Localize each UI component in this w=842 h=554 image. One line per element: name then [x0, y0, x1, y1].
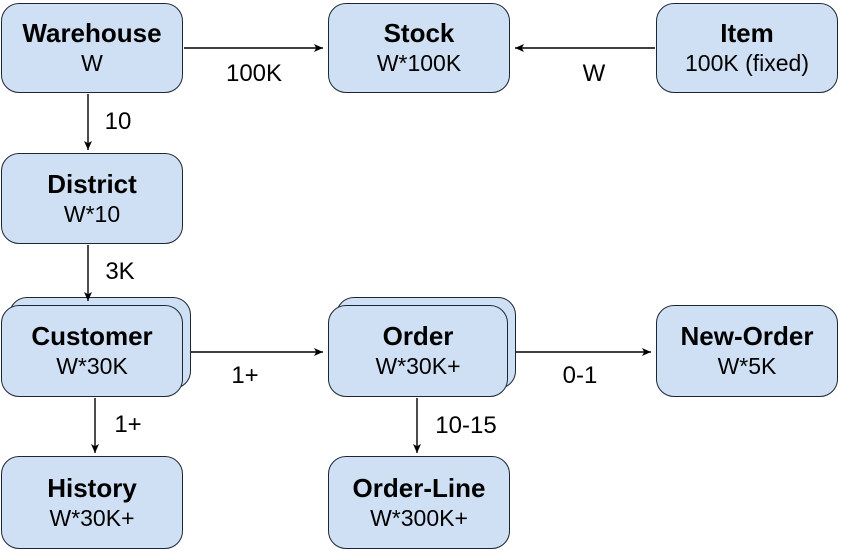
entity-name: New-Order	[680, 321, 814, 352]
entity-box-stock: Stock W*100K	[328, 3, 510, 93]
entity-cardinality: W*300K+	[370, 504, 468, 531]
entity-name: District	[47, 168, 137, 199]
entity-cardinality: W*30K+	[49, 504, 135, 531]
edge-label-customer-order: 1+	[231, 362, 259, 389]
edge-label-warehouse-stock: 100K	[225, 60, 283, 87]
entity-box-customer: Customer W*30K	[1, 297, 191, 397]
edge-label-order-order-line: 10-15	[435, 412, 497, 439]
entity-name: Order-Line	[352, 472, 486, 503]
entity-name: Customer	[31, 321, 153, 352]
entity-cardinality: 100K (fixed)	[684, 50, 809, 77]
edge-label-order-new-order: 0-1	[562, 362, 598, 389]
entity-box-history: History W*30K+	[1, 456, 183, 549]
edge-label-item-stock: W	[582, 60, 606, 87]
entity-cardinality: W*5K	[717, 353, 777, 380]
entity-name: Order	[382, 321, 454, 352]
entity-cardinality: W*10	[63, 200, 121, 227]
entity-box-order-line: Order-Line W*300K+	[328, 456, 510, 549]
entity-name: History	[47, 472, 137, 503]
entity-box-warehouse: Warehouse W	[1, 3, 183, 93]
entity-box-new-order: New-Order W*5K	[656, 305, 838, 397]
entity-box-item: Item 100K (fixed)	[656, 3, 838, 93]
entity-cardinality: W*30K	[56, 353, 128, 380]
entity-box-order: Order W*30K+	[328, 297, 516, 397]
entity-cardinality: W*30K+	[375, 353, 461, 380]
entity-name: Item	[720, 18, 774, 49]
edge-label-district-customer: 3K	[105, 258, 135, 285]
edge-label-warehouse-district: 10	[104, 108, 132, 135]
entity-cardinality: W	[81, 50, 103, 77]
edge-label-customer-history: 1+	[114, 411, 142, 438]
entity-name: Stock	[383, 18, 455, 49]
entity-cardinality: W*100K	[376, 50, 462, 77]
entity-name: Warehouse	[22, 18, 162, 49]
entity-box-district: District W*10	[1, 153, 183, 244]
